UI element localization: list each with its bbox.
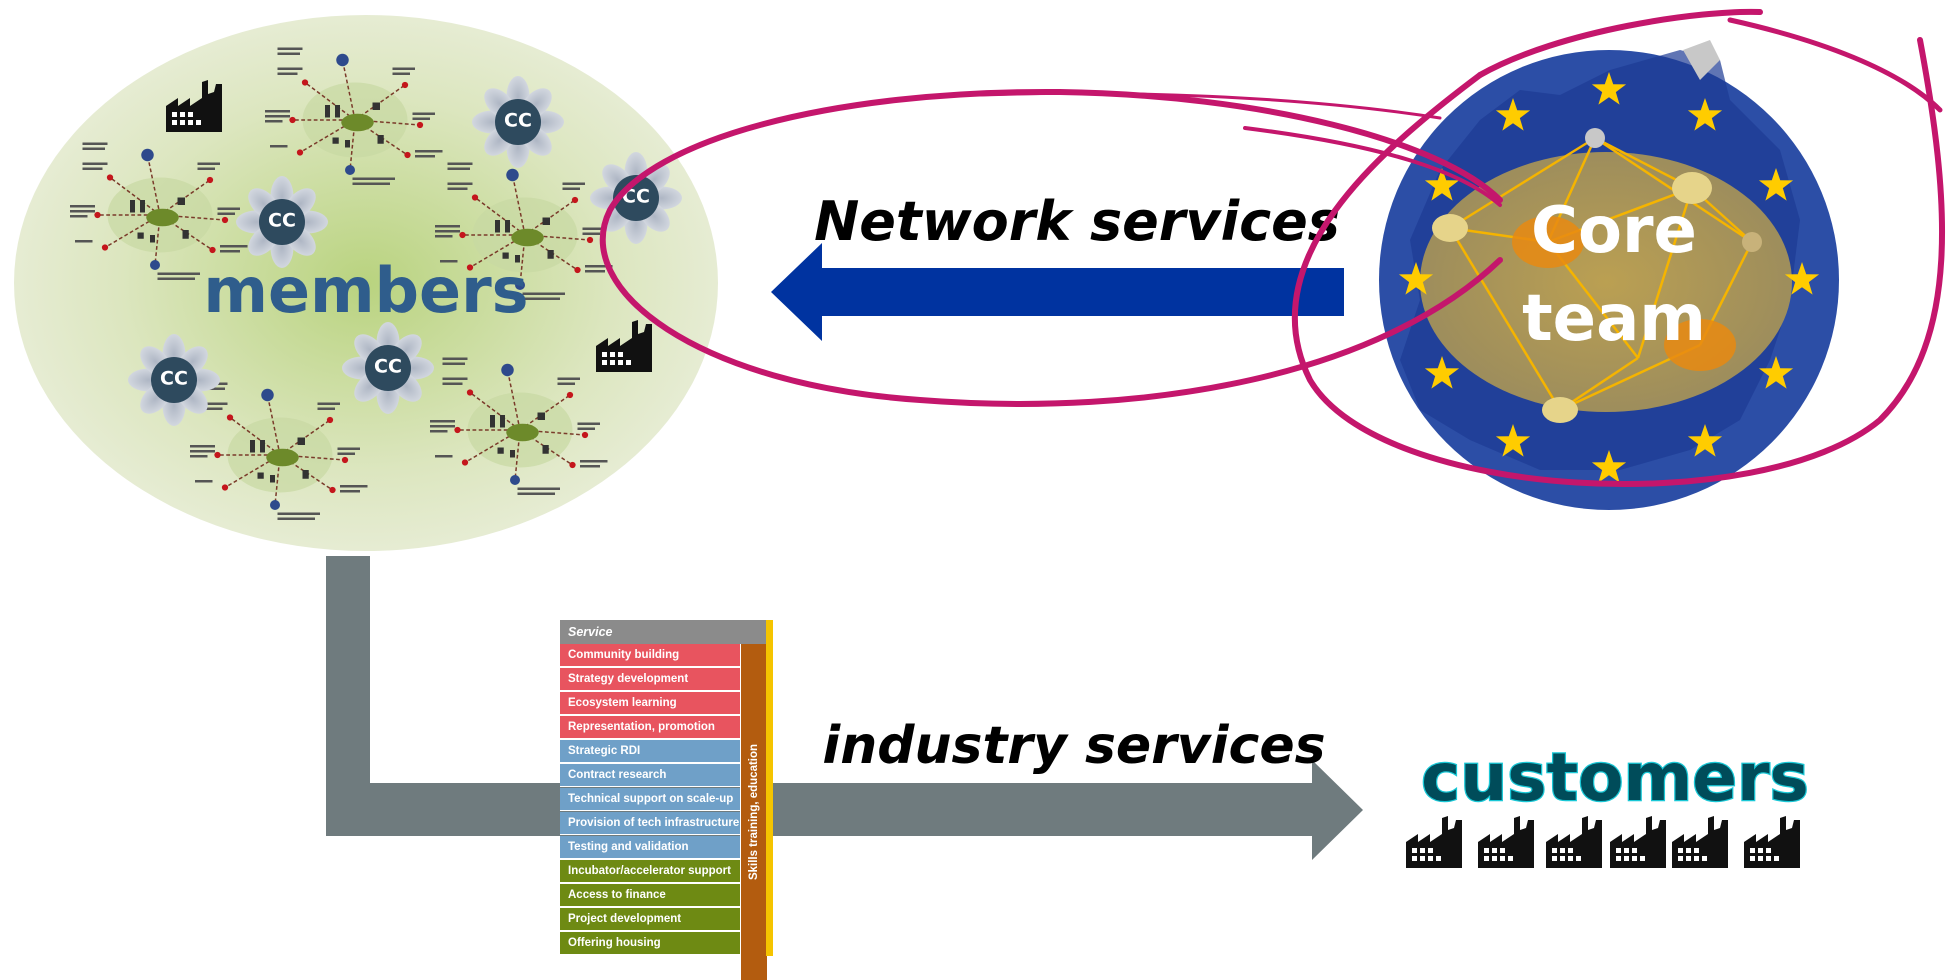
factory-icon [1406,816,1462,868]
core-partners [1432,128,1762,423]
skills-training-column: Skills training, education [740,644,767,980]
industry-services-label: industry services [822,716,1325,776]
members-group: CC CC CC CC CC members [14,15,718,551]
service-row: Incubator/accelerator support [560,860,740,883]
service-row: Technical support on scale-up [560,788,740,811]
industry-services-arrow-group: industry services [326,556,1363,860]
cc-label: CC [160,368,188,390]
network-services-label: Network services [814,190,1340,253]
core-team-group: Core team [1379,40,1839,510]
factory-icon [1672,816,1728,868]
service-row: Provision of tech infrastructure [560,812,740,835]
service-row: Access to finance [560,884,740,907]
service-row: Ecosystem learning [560,692,740,715]
service-row: Community building [560,644,740,667]
factory-icon [1744,816,1800,868]
skills-training-label: Skills training, education [748,743,760,881]
cc-label: CC [374,356,402,378]
service-row: Offering housing [560,932,740,955]
service-row: Representation, promotion [560,716,740,739]
cluster-services-diagram: CC CC CC CC CC members Network services [14,8,1946,868]
factory-icon [1546,816,1602,868]
customers-label: customers [1421,739,1809,816]
customers-group: customers [1406,738,1810,868]
network-ring [599,8,1946,487]
service-row: Strategic RDI [560,740,740,763]
core-label-line2: team [1522,282,1706,356]
service-table-accent [766,620,773,956]
cc-label: CC [268,210,296,232]
industry-services-arrow [326,556,1363,860]
service-row: Testing and validation [560,836,740,859]
cc-label: CC [622,186,650,208]
service-row: Contract research [560,764,740,787]
core-label-line1: Core [1531,194,1697,268]
cc-label: CC [504,110,532,132]
factory-icon [1610,816,1666,868]
members-label: members [203,254,528,327]
network-services-arrow-group: Network services [771,190,1344,341]
factory-icon [1478,816,1534,868]
network-services-arrow [771,243,1344,341]
service-table-header: Service [560,620,766,644]
service-row: Project development [560,908,740,931]
service-row: Strategy development [560,668,740,691]
